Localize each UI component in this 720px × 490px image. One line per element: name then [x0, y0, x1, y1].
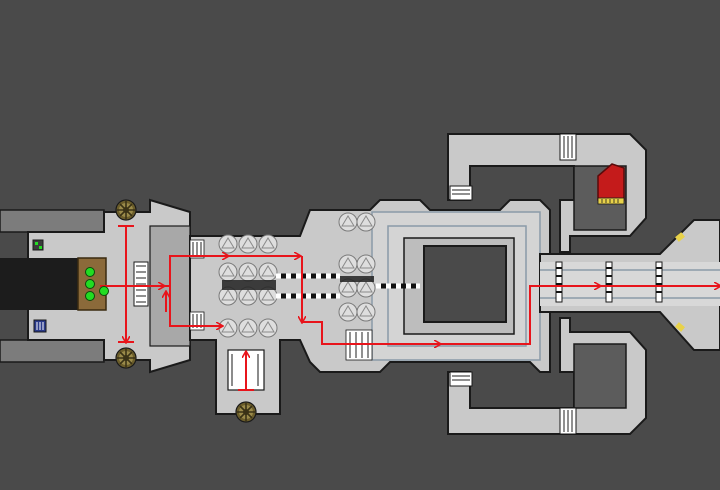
red-module-icon[interactable]	[597, 163, 625, 205]
conduits	[276, 273, 420, 299]
reactor-nodes[interactable]	[85, 267, 109, 301]
gear-icon[interactable]	[115, 347, 137, 369]
panel-icon[interactable]	[33, 319, 47, 333]
pod-cluster-right[interactable]	[338, 212, 376, 322]
engine-bay	[0, 258, 80, 310]
patrol-route	[100, 226, 720, 390]
gear-icon[interactable]	[115, 199, 137, 221]
gear-icon[interactable]	[235, 401, 257, 423]
pod-cluster-left[interactable]	[218, 234, 278, 338]
panel-icon[interactable]	[32, 239, 44, 251]
